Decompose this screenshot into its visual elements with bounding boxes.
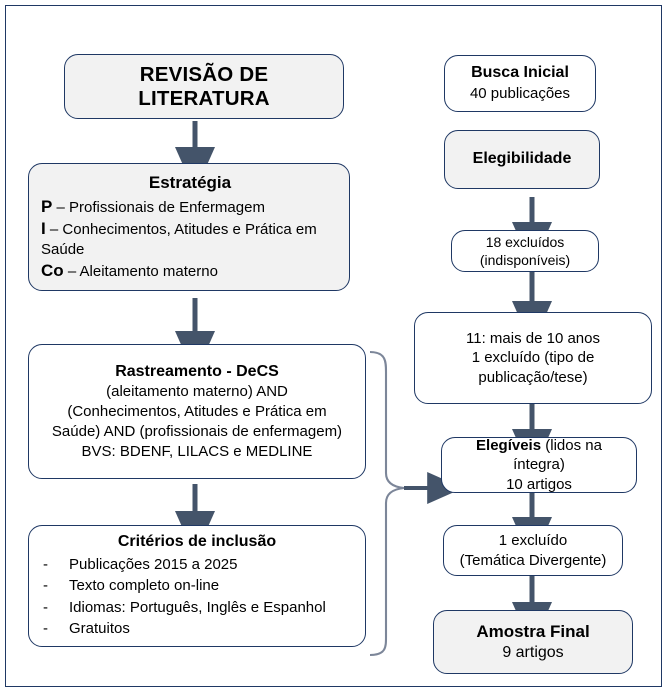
eligible-heading-suffix: (lidos na íntegra) [513, 436, 602, 474]
criteria-item: - Gratuitos [35, 618, 359, 639]
strategy-heading: Estratégia [148, 173, 232, 193]
final-sample-heading: Amostra Final [476, 621, 590, 641]
review-title-box[interactable]: REVISÃO DE LITERATURA [64, 54, 344, 119]
strategy-row-i: I – Conhecimentos, Atitudes e Prática em… [41, 219, 317, 259]
excluded-theme-box[interactable]: 1 excluído (Temática Divergente) [443, 525, 623, 576]
eligible-box[interactable]: Elegíveis (lidos na íntegra) 10 artigos [441, 437, 637, 493]
eligibility-heading: Elegibilidade [472, 150, 572, 168]
criteria-item: - Texto completo on-line [35, 575, 359, 596]
tracking-box[interactable]: Rastreamento - DeCS (aleitamento materno… [28, 344, 366, 479]
excluded-age-line-2: 1 excluído (tipo de [471, 349, 595, 367]
strategy-row-p: P – Profissionais de Enfermagem [41, 197, 265, 217]
tracking-line-2: (Conhecimentos, Atitudes e Prática em Sa… [51, 403, 343, 441]
criteria-heading: Critérios de inclusão [117, 533, 277, 550]
criteria-item: - Idiomas: Português, Inglês e Espanhol [35, 597, 359, 618]
excluded-age-line-3: publicação/tese) [478, 368, 588, 386]
final-sample-detail: 9 artigos [502, 643, 564, 661]
excluded-unavailable-line-1: 18 excluídos [485, 233, 565, 250]
excluded-age-box[interactable]: 11: mais de 10 anos 1 excluído (tipo de … [414, 312, 652, 404]
strategy-box[interactable]: Estratégia P – Profissionais de Enfermag… [28, 163, 350, 291]
criteria-box[interactable]: Critérios de inclusão - Publicações 2015 … [28, 525, 366, 647]
bullet-dash: - [43, 598, 48, 616]
excluded-unavailable-box[interactable]: 18 excluídos (indisponíveis) [451, 230, 599, 272]
eligible-detail: 10 artigos [506, 475, 572, 493]
tracking-line-3: BVS: BDENF, LILACS e MEDLINE [81, 443, 313, 461]
bullet-dash: - [43, 577, 48, 595]
initial-search-heading: Busca Inicial [471, 64, 569, 82]
curly-brace-connector [369, 350, 405, 657]
review-title-label: REVISÃO DE LITERATURA [138, 62, 270, 110]
eligible-heading-line: Elegíveis (lidos na íntegra) [450, 436, 628, 475]
excluded-unavailable-line-2: (indisponíveis) [479, 252, 571, 268]
criteria-item-label: Gratuitos [69, 619, 130, 637]
criteria-item-label: Texto completo on-line [69, 577, 220, 595]
excluded-theme-line-2: (Temática Divergente) [459, 551, 607, 569]
eligible-heading: Elegíveis [476, 436, 542, 454]
strategy-row-co: Co – Aleitamento materno [41, 260, 218, 280]
tracking-heading: Rastreamento - DeCS [115, 362, 279, 380]
eligibility-box[interactable]: Elegibilidade [444, 130, 600, 189]
bullet-dash: - [43, 619, 48, 637]
criteria-item-label: Publicações 2015 a 2025 [69, 556, 238, 573]
initial-search-box[interactable]: Busca Inicial 40 publicações [444, 55, 596, 112]
tracking-line-1: (aleitamento materno) AND [106, 383, 288, 401]
excluded-age-line-1: 11: mais de 10 anos [466, 329, 600, 347]
criteria-item: - Publicações 2015 a 2025 [35, 554, 359, 575]
final-sample-box[interactable]: Amostra Final 9 artigos [433, 610, 633, 674]
criteria-list: - Publicações 2015 a 2025 - Texto completo… [35, 554, 359, 639]
bullet-dash: - [43, 556, 48, 573]
initial-search-detail: 40 publicações [469, 85, 571, 103]
excluded-theme-line-1: 1 excluído [498, 532, 568, 549]
criteria-item-label: Idiomas: Português, Inglês e Espanhol [69, 598, 326, 616]
